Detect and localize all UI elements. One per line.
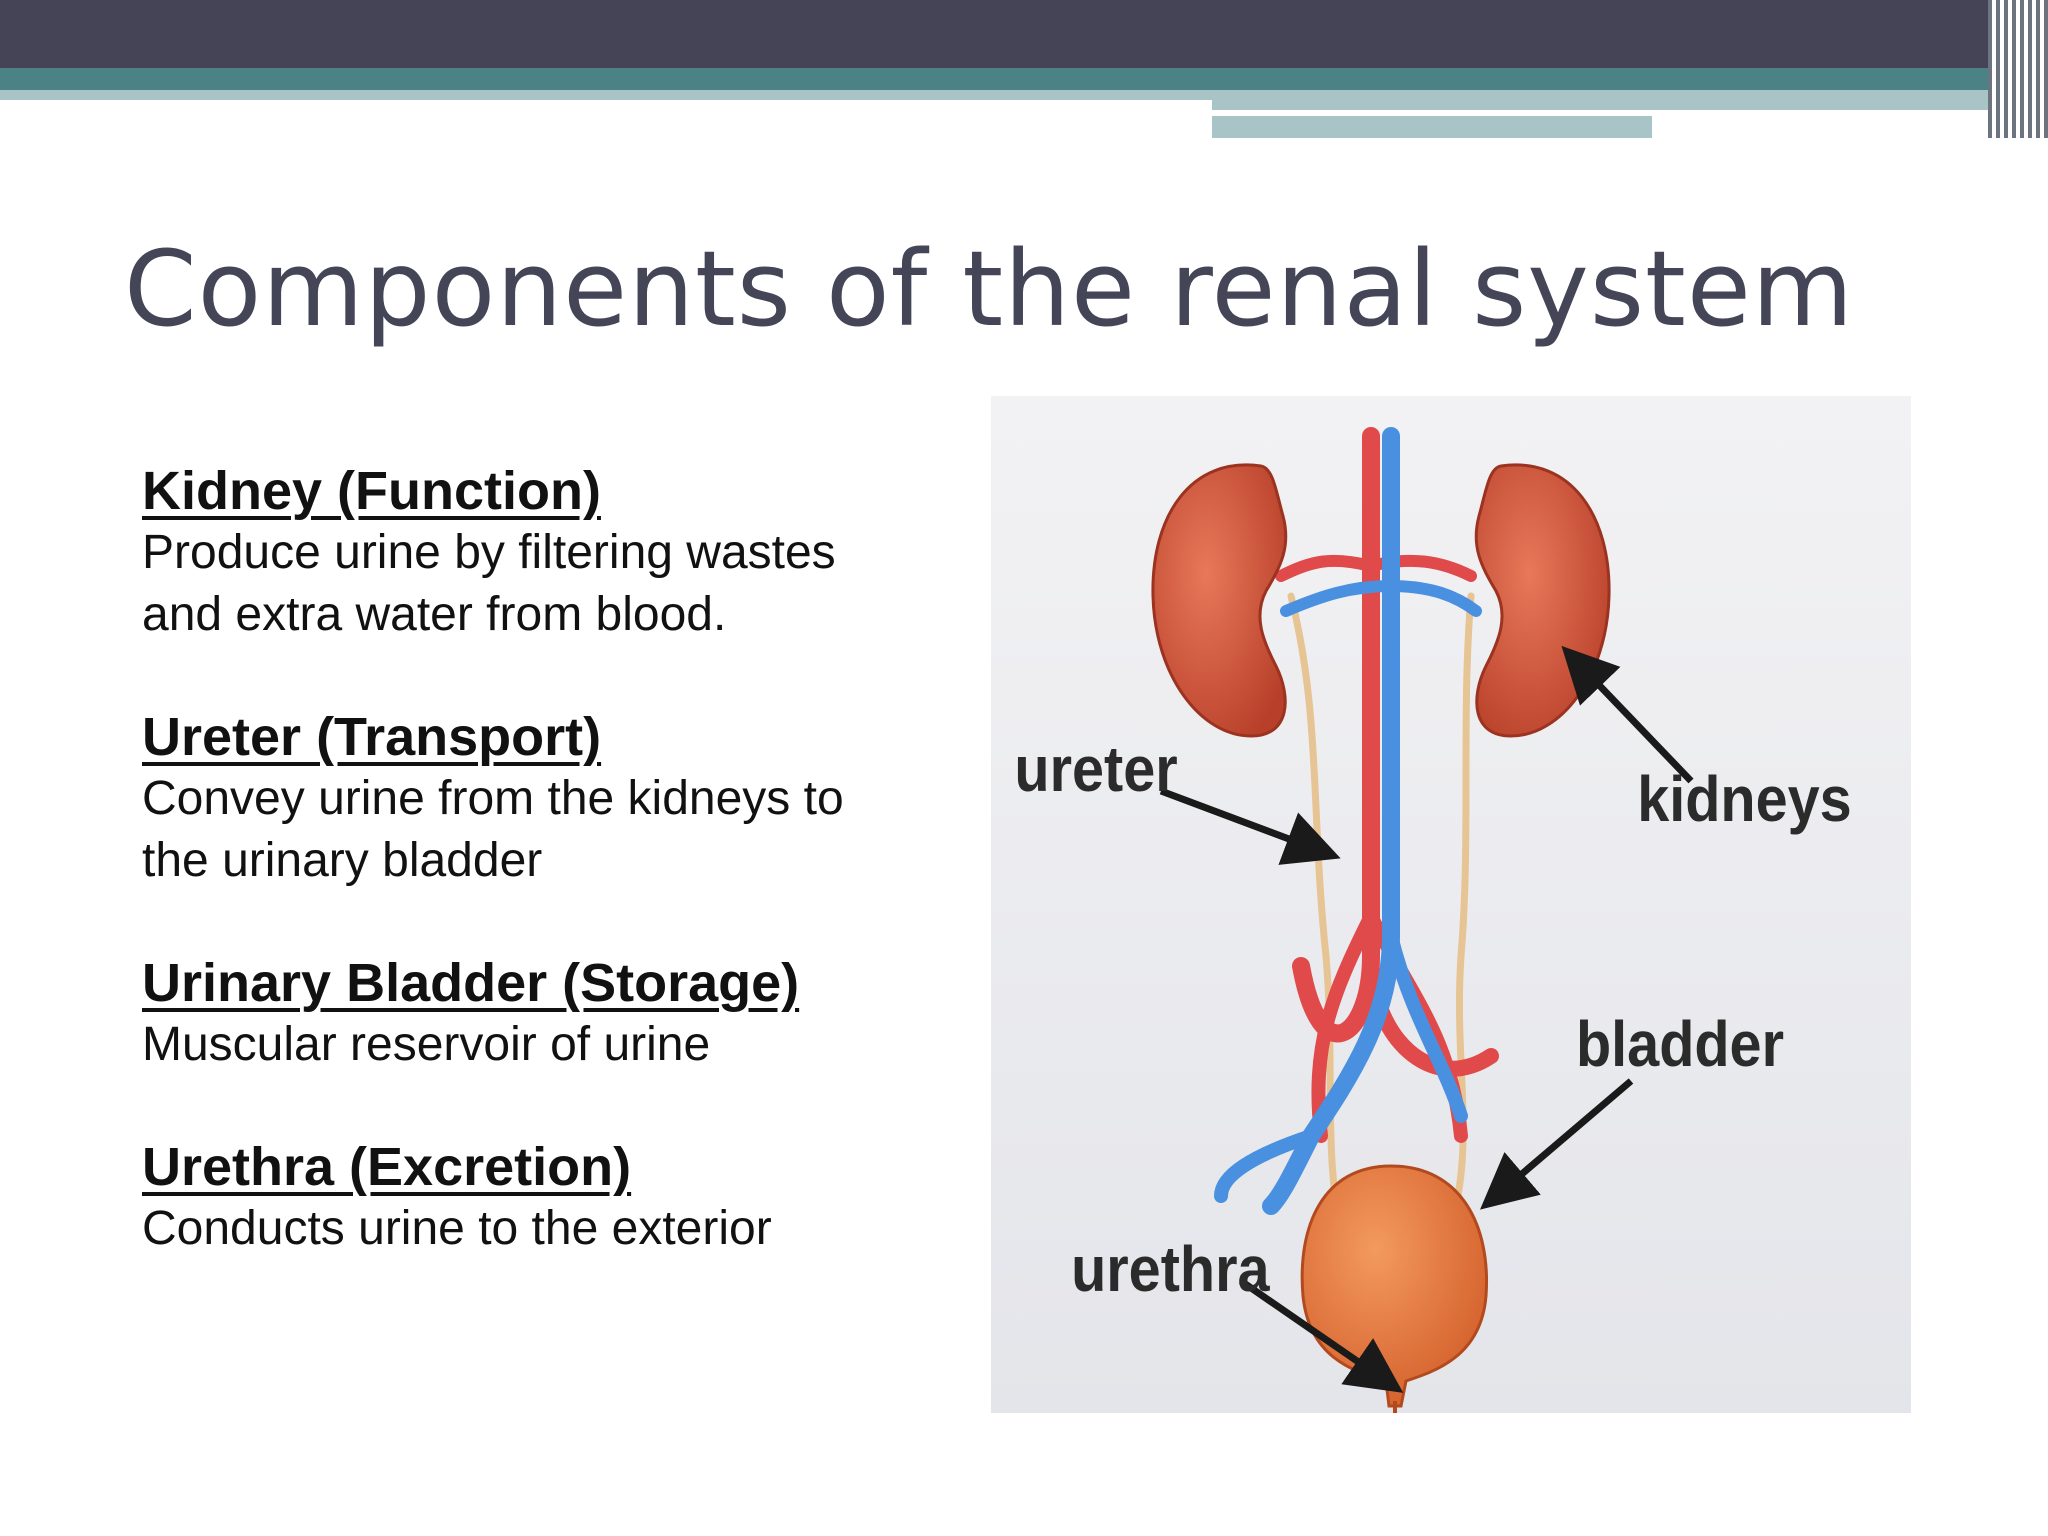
arrow-ureter xyxy=(1159,787,1341,865)
section-description-bladder: Muscular reservoir of urine xyxy=(142,1018,711,1071)
section-bladder: Urinary Bladder (Storage) Muscular reser… xyxy=(142,952,962,1076)
label-arrows xyxy=(1159,645,1694,1393)
header-dark-band xyxy=(0,0,2048,68)
header-light-band xyxy=(0,90,1212,100)
section-heading-ureter: Ureter (Transport) xyxy=(142,707,602,767)
kidney-left xyxy=(1151,463,1288,738)
section-heading-kidney: Kidney (Function) xyxy=(142,461,601,521)
components-list: Kidney (Function) Produce urine by filte… xyxy=(142,460,962,1320)
arrow-urethra xyxy=(1239,1278,1404,1393)
header-light-band-lower xyxy=(1212,116,1652,138)
header-thin-line xyxy=(1212,110,1898,116)
section-kidney: Kidney (Function) Produce urine by filte… xyxy=(142,460,962,646)
label-urethra: urethra xyxy=(1071,1233,1271,1304)
label-bladder: bladder xyxy=(1576,1008,1784,1079)
renal-system-diagram: ureter kidneys bladder urethra xyxy=(991,396,1911,1413)
section-ureter: Ureter (Transport) Convey urine from the… xyxy=(142,706,962,892)
header-right-stripes xyxy=(1988,0,2048,138)
section-urethra: Urethra (Excretion) Conducts urine to th… xyxy=(142,1136,962,1260)
arrow-kidneys xyxy=(1561,645,1694,784)
header-light-band-right xyxy=(1212,90,1990,110)
label-ureter: ureter xyxy=(1014,733,1177,804)
renal-system-illustration: ureter kidneys bladder urethra xyxy=(991,396,1911,1413)
section-description-urethra: Conducts urine to the exterior xyxy=(142,1202,772,1255)
section-heading-bladder: Urinary Bladder (Storage) xyxy=(142,953,800,1013)
section-description-kidney: Produce urine by filtering wastes and ex… xyxy=(142,526,836,641)
section-heading-urethra: Urethra (Excretion) xyxy=(142,1137,632,1197)
header-teal-band xyxy=(0,68,1990,90)
slide-title: Components of the renal system xyxy=(124,228,1855,350)
arrow-bladder xyxy=(1480,1078,1634,1210)
renal-vein xyxy=(1214,427,1482,1215)
ureters xyxy=(1287,592,1475,1260)
label-kidneys: kidneys xyxy=(1637,763,1851,834)
section-description-ureter: Convey urine from the kidneys to the uri… xyxy=(142,772,844,887)
